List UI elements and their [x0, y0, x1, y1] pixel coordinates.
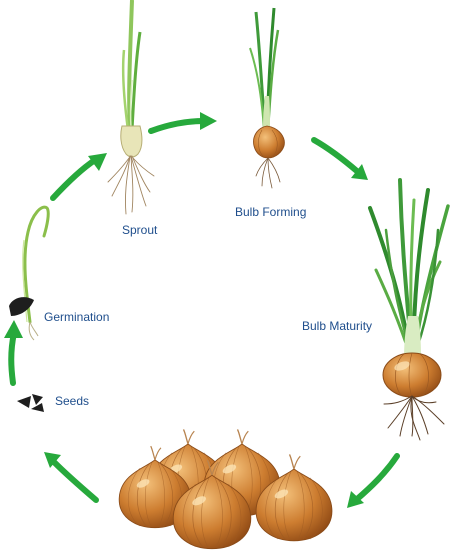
arrow-sprout-to-bulb-forming	[148, 118, 207, 134]
stage-label-seeds: Seeds	[55, 394, 90, 408]
arrowhead-germination	[4, 320, 23, 338]
arrowhead-seeds	[44, 452, 61, 468]
arrow-maturity-to-harvest	[353, 453, 400, 503]
arrowhead-bulb-forming	[200, 112, 217, 130]
stage-label-germination: Germination	[44, 310, 110, 324]
arrowhead-sprout	[88, 153, 107, 171]
germination-illustration	[9, 205, 50, 341]
seeds-illustration	[17, 394, 44, 412]
stage-label-sprout: Sprout	[122, 223, 158, 237]
bulb-forming-illustration	[249, 7, 285, 189]
cycle-arrows	[8, 118, 400, 503]
seed-icon	[9, 297, 34, 316]
arrow-germination-to-sprout	[50, 157, 98, 201]
harvested-onions-illustration	[118, 428, 333, 550]
seed-icon	[31, 403, 44, 412]
seed-icon	[32, 394, 43, 405]
sprout-illustration	[107, 0, 155, 215]
stage-label-bulb-maturity: Bulb Maturity	[302, 319, 373, 333]
arrow-bulb-forming-to-maturity	[311, 137, 361, 175]
arrow-seeds-to-germination	[8, 330, 17, 386]
seed-icon	[17, 396, 31, 408]
arrow-harvest-to-seeds	[51, 459, 99, 503]
arrowhead-harvest	[347, 491, 364, 508]
arrowhead-maturity	[351, 164, 368, 180]
bulb-maturity-illustration	[368, 178, 450, 441]
stage-label-bulb-forming: Bulb Forming	[235, 205, 307, 219]
arrow-heads	[4, 112, 368, 508]
